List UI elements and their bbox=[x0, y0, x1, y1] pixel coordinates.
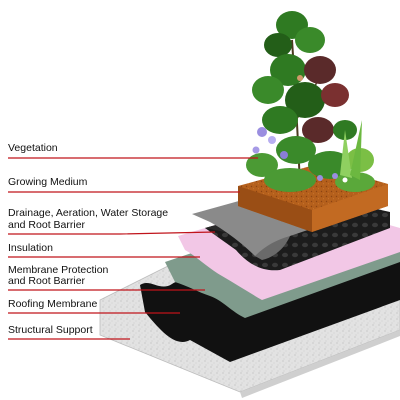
label-drainage-line2: and Root Barrier bbox=[8, 219, 86, 231]
label-insulation: Insulation bbox=[8, 242, 53, 254]
label-roofing-membrane: Roofing Membrane bbox=[8, 298, 98, 310]
label-membrane-protection-line2: and Root Barrier bbox=[8, 275, 86, 287]
label-growing-medium: Growing Medium bbox=[8, 176, 88, 188]
label-drainage-line1: Drainage, Aeration, Water Storage bbox=[8, 207, 169, 219]
label-vegetation: Vegetation bbox=[8, 142, 58, 154]
label-structural-support: Structural Support bbox=[8, 324, 93, 336]
label-membrane-protection-line1: Membrane Protection bbox=[8, 264, 109, 276]
leader-drainage bbox=[8, 231, 216, 235]
vegetation-group bbox=[246, 11, 375, 192]
leader-lines bbox=[8, 157, 258, 340]
